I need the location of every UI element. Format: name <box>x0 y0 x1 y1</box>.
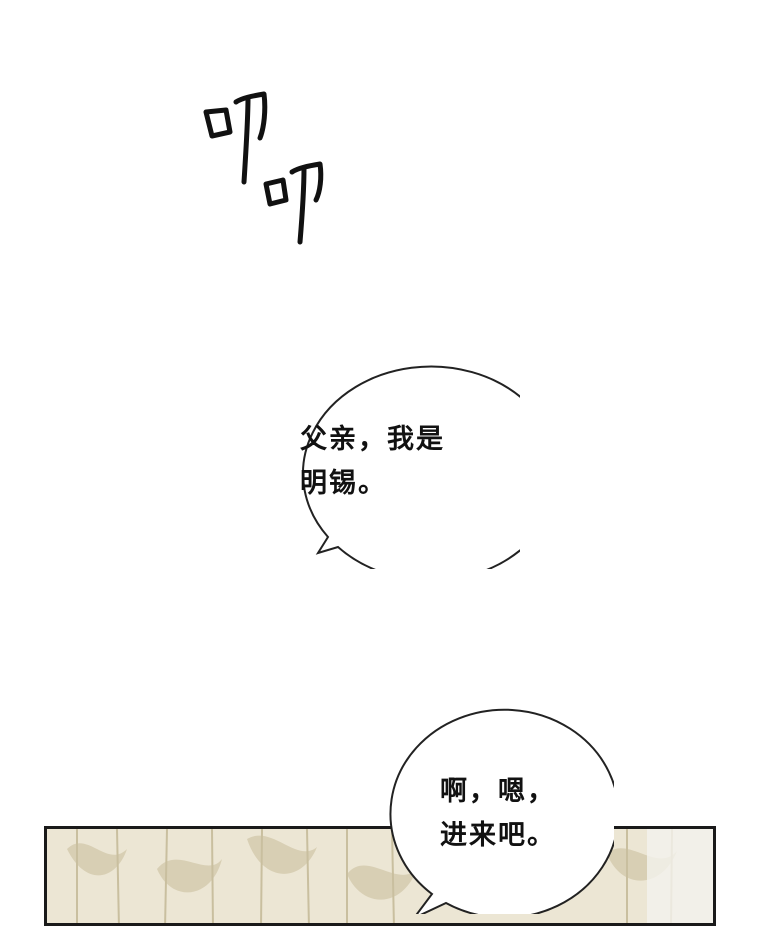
bubble-outline <box>389 708 620 919</box>
comic-panel <box>44 826 716 926</box>
bubble-2-text: 啊，嗯， 进来吧。 <box>440 770 556 858</box>
speech-bubble-2: 啊，嗯， 进来吧。 <box>372 704 620 919</box>
bubble-text-line: 明锡。 <box>300 468 387 499</box>
speech-bubble-1: 父亲，我是 明锡。 <box>250 344 560 582</box>
knock-sound-effect <box>203 91 324 245</box>
bubble-text-line: 父亲，我是 <box>300 424 445 455</box>
curtain-illustration <box>47 829 713 923</box>
bubble-text-line: 啊，嗯， <box>440 776 556 807</box>
bubble-text-line: 进来吧。 <box>440 820 556 851</box>
bubble-1-text: 父亲，我是 明锡。 <box>300 418 445 506</box>
